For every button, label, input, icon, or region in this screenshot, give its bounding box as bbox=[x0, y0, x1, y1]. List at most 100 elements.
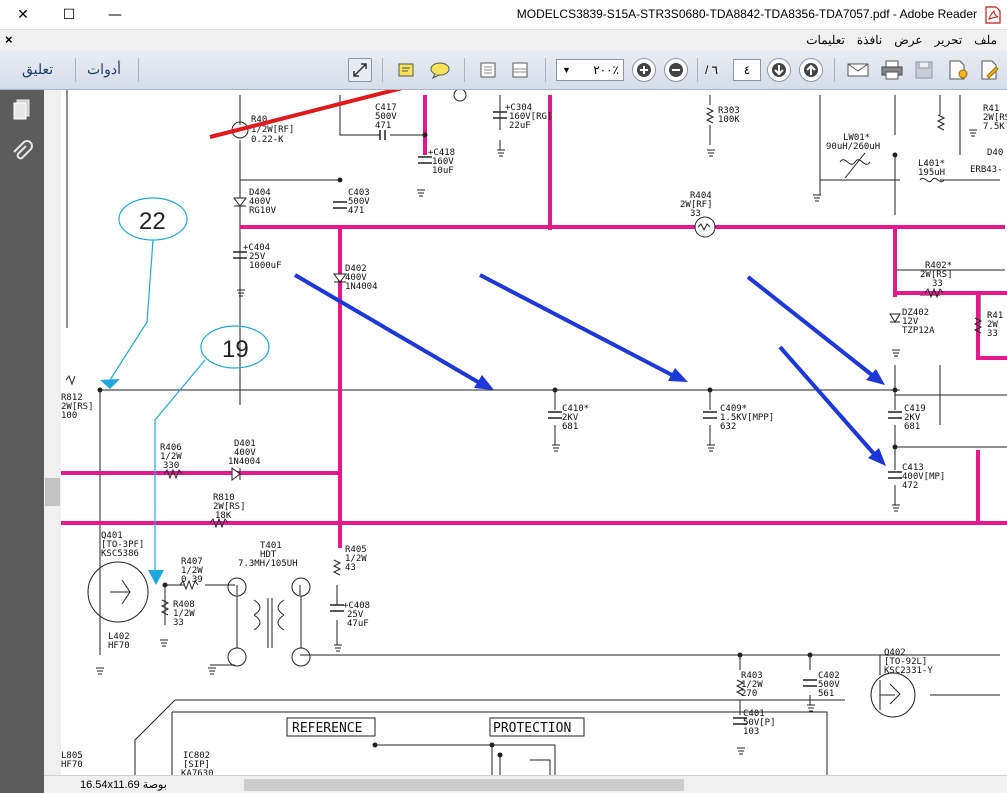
vertical-scrollbar-thumb[interactable] bbox=[45, 478, 60, 506]
label-r404: R404 bbox=[690, 191, 712, 201]
label-r408-value: 33 bbox=[173, 618, 184, 628]
label-dz402-type: TZP12A bbox=[902, 326, 935, 336]
label-r303-value: 100K bbox=[718, 115, 740, 125]
document-view[interactable]: R40 1/2W[RF] 0.22-K C417 500V 471 +C418 … bbox=[61, 90, 1007, 775]
label-d401-voltage: 400V bbox=[234, 448, 256, 458]
label-r41y-value: 33 bbox=[987, 329, 998, 339]
label-r407-value: 0.39 bbox=[181, 575, 203, 585]
close-window-button[interactable]: ✕ bbox=[0, 0, 46, 30]
title-bar: ✕ ☐ — MODELCS3839-S15A-STR3S0680-TDA8842… bbox=[0, 0, 1007, 30]
label-r810-value: 18K bbox=[215, 511, 232, 521]
label-t401-name: HDT bbox=[260, 550, 277, 560]
schematic-drawing: R40 1/2W[RF] 0.22-K C417 500V 471 +C418 … bbox=[61, 90, 1007, 775]
label-ic802-package: [SIP] bbox=[183, 760, 210, 770]
label-t401: T401 bbox=[260, 541, 282, 551]
label-r406-value: 330 bbox=[163, 461, 179, 471]
label-r41x: R41 bbox=[983, 104, 999, 114]
full-screen-button[interactable] bbox=[348, 58, 372, 82]
label-c408-voltage: 25V bbox=[347, 610, 364, 620]
sign-button[interactable] bbox=[978, 58, 1002, 82]
arrow-down-icon bbox=[772, 63, 786, 77]
toolbar: تعليق أدوات ▼ ٢٠٠٪ / ٦ ٤ bbox=[0, 50, 1007, 90]
label-r403-rating: 1/2W bbox=[741, 680, 763, 690]
label-r303: R303 bbox=[718, 106, 740, 116]
menu-help[interactable]: تعليمات bbox=[806, 33, 845, 47]
callout-22: 22 bbox=[139, 208, 166, 235]
label-c417: C417 bbox=[375, 103, 397, 113]
label-c410: C410* bbox=[562, 404, 589, 414]
label-c403-voltage: 500V bbox=[348, 197, 370, 207]
print-button[interactable] bbox=[880, 58, 904, 82]
menu-view[interactable]: عرض bbox=[894, 33, 923, 47]
create-pdf-button[interactable] bbox=[946, 58, 970, 82]
maximize-window-button[interactable]: ☐ bbox=[46, 0, 92, 30]
label-c304-voltage: 160V[RG] bbox=[509, 112, 552, 122]
label-ic802: IC802 bbox=[183, 751, 210, 761]
label-q402: Q402 bbox=[884, 648, 906, 658]
label-r810: R810 bbox=[213, 493, 235, 503]
label-r40x-rating: 1/2W[RF] bbox=[251, 125, 294, 135]
document-sign-icon bbox=[981, 60, 999, 80]
menu-edit[interactable]: تحرير bbox=[934, 33, 963, 47]
fit-width-button[interactable] bbox=[508, 58, 532, 82]
page-current: ٤ bbox=[743, 63, 751, 77]
label-d404-type: RG10V bbox=[249, 206, 277, 216]
label-c401-value: 103 bbox=[743, 727, 759, 737]
menu-file[interactable]: ملف bbox=[974, 33, 997, 47]
label-r407: R407 bbox=[181, 557, 203, 567]
page-thumbnails-icon[interactable] bbox=[10, 98, 34, 122]
arrow-up-icon bbox=[804, 63, 818, 77]
attachments-paperclip-icon[interactable] bbox=[10, 140, 34, 164]
email-button[interactable] bbox=[846, 58, 870, 82]
label-c403-value: 471 bbox=[348, 206, 364, 216]
chevron-down-icon: ▼ bbox=[562, 65, 571, 75]
label-q401: Q401 bbox=[101, 531, 123, 541]
label-r407-rating: 1/2W bbox=[181, 566, 203, 576]
horizontal-scrollbar-thumb[interactable] bbox=[244, 779, 684, 791]
toolbar-separator bbox=[464, 58, 465, 82]
comment-pane-button[interactable]: تعليق bbox=[22, 61, 54, 77]
adobe-pdf-icon bbox=[985, 6, 1001, 24]
zoom-out-button[interactable] bbox=[664, 58, 688, 82]
label-c402-value: 561 bbox=[818, 689, 834, 699]
label-r405-rating: 1/2W bbox=[345, 554, 367, 564]
highlight-button[interactable] bbox=[395, 58, 419, 82]
label-c404-voltage: 25V bbox=[249, 252, 266, 262]
close-icon: ✕ bbox=[17, 7, 29, 23]
page-number-input[interactable]: ٤ bbox=[733, 59, 761, 81]
fit-page-button[interactable] bbox=[476, 58, 500, 82]
label-c413: C413 bbox=[902, 463, 924, 473]
label-r408: R408 bbox=[173, 600, 195, 610]
zoom-select[interactable]: ▼ ٢٠٠٪ bbox=[556, 59, 624, 81]
navigation-panel bbox=[0, 90, 44, 793]
menu-bar: × ملف تحرير عرض نافذة تعليمات bbox=[0, 30, 1007, 50]
label-c418-value: 10uF bbox=[432, 166, 454, 176]
label-r810-rating: 2W[RS] bbox=[213, 502, 246, 512]
sticky-note-button[interactable] bbox=[428, 58, 452, 82]
printer-icon bbox=[881, 60, 903, 80]
vertical-scrollbar[interactable] bbox=[44, 90, 61, 775]
toolbar-separator bbox=[834, 58, 835, 82]
close-document-button[interactable]: × bbox=[5, 32, 13, 47]
tools-pane-button[interactable]: أدوات bbox=[87, 61, 121, 77]
previous-page-button[interactable] bbox=[799, 58, 823, 82]
label-c404: +C404 bbox=[243, 243, 270, 253]
minus-icon bbox=[669, 63, 683, 77]
label-c409-voltage: 1.5KV[MPP] bbox=[720, 413, 774, 423]
save-button[interactable] bbox=[912, 58, 936, 82]
label-r408-rating: 1/2W bbox=[173, 609, 195, 619]
window-title: MODELCS3839-S15A-STR3S0680-TDA8842-TDA83… bbox=[516, 7, 977, 21]
floppy-disk-icon bbox=[915, 61, 933, 79]
label-r402-rating: 2W[RS] bbox=[920, 270, 953, 280]
minimize-window-button[interactable]: — bbox=[92, 0, 138, 30]
zoom-in-button[interactable] bbox=[632, 58, 656, 82]
toolbar-separator bbox=[697, 58, 698, 82]
next-page-button[interactable] bbox=[767, 58, 791, 82]
callout-arrowhead bbox=[148, 570, 164, 585]
label-c404-value: 1000uF bbox=[249, 261, 282, 271]
label-q402-package: [TO-92L] bbox=[884, 657, 927, 667]
status-bar: 16.54x11.69 بوصة bbox=[44, 775, 1007, 793]
label-c409: C409* bbox=[720, 404, 747, 414]
menu-window[interactable]: نافذة bbox=[856, 33, 883, 47]
label-t401-value: 7.3MH/105UH bbox=[238, 559, 298, 569]
